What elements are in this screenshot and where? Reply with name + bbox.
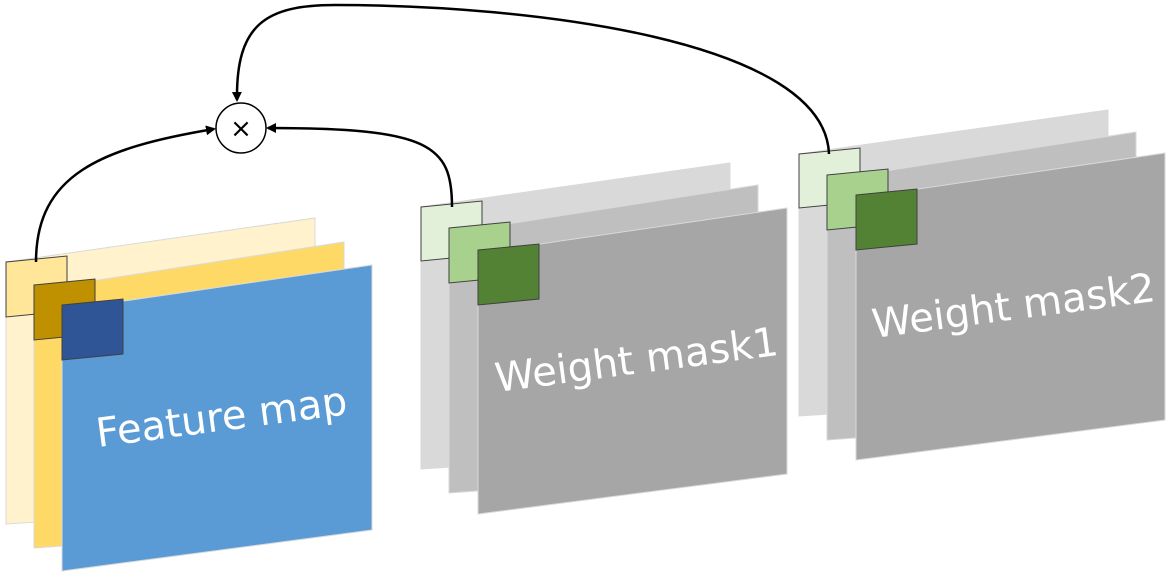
weight-mask1-patch-front [477,243,540,306]
multiply-icon: × [230,114,252,144]
multiply-circle [215,102,267,154]
weight-mask1-layer-front [477,207,788,515]
weight-mask1-stack: Weight mask1 [420,162,788,515]
arrow-weight-mask1-to-multiply [266,123,454,208]
multiply-node: × [215,102,267,154]
feature-map-layer-front [61,264,373,572]
weight-mask2-layer-front [855,152,1166,461]
feature-map-patch-front [61,298,124,361]
weight-mask2-patch-front [855,188,918,251]
arrow-feature-map-to-multiply [34,125,216,263]
weight-mask2-stack: Weight mask2 [798,109,1166,461]
arrow-weight-mask2-to-multiply [231,3,831,155]
feature-map-stack: Feature map [5,217,373,572]
